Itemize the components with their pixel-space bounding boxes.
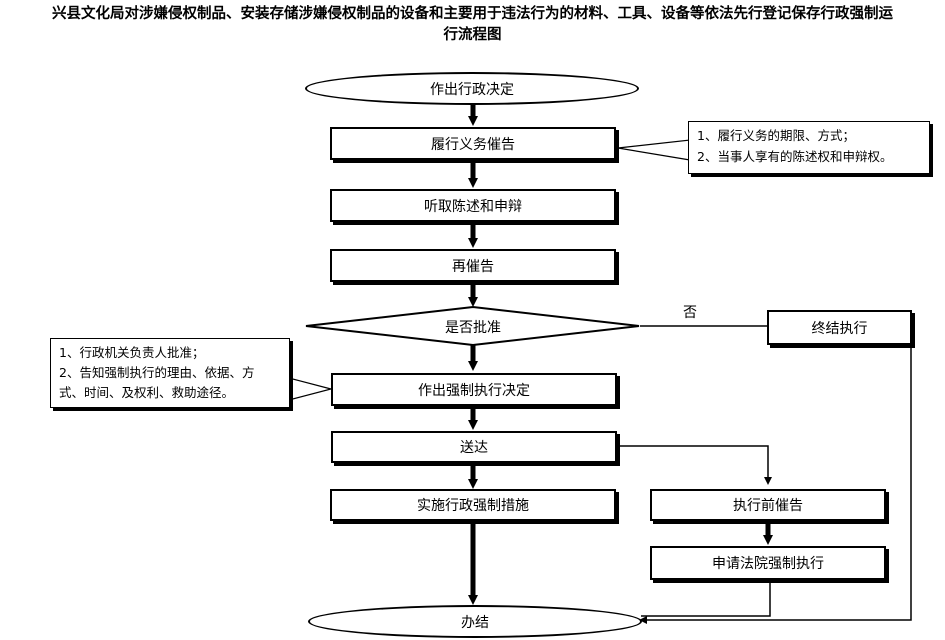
hearing-box: 听取陈述和申辩 bbox=[330, 189, 616, 222]
terminate-label: 终结执行 bbox=[811, 320, 868, 337]
remind-box: 履行义务催告 bbox=[330, 127, 616, 160]
approve-label: 是否批准 bbox=[445, 320, 501, 336]
start-node: 作出行政决定 bbox=[305, 72, 639, 105]
implement-label: 实施行政强制措施 bbox=[417, 498, 529, 514]
line-court-end bbox=[641, 580, 771, 617]
title-line-2: 行流程图 bbox=[443, 27, 502, 43]
deliver-box: 送达 bbox=[331, 431, 617, 463]
decision-box: 作出强制执行决定 bbox=[331, 373, 617, 406]
reremind-label: 再催告 bbox=[452, 258, 494, 275]
end-label: 办结 bbox=[461, 614, 489, 631]
start-label: 作出行政决定 bbox=[430, 81, 514, 98]
arrow-deliver-preremind bbox=[617, 445, 772, 485]
remind-label: 履行义务催告 bbox=[431, 136, 515, 153]
terminate-box: 终结执行 bbox=[767, 310, 912, 345]
decision-note-pointer bbox=[288, 377, 334, 401]
decision-note-line-3: 式、时间、及权利、救助途径。 bbox=[59, 385, 235, 400]
remind-note-pointer bbox=[617, 139, 691, 161]
decision-note-line-2: 2、告知强制执行的理由、依据、方 bbox=[59, 365, 255, 380]
decision-note-line-1: 1、行政机关负责人批准； bbox=[59, 345, 205, 360]
end-node: 办结 bbox=[308, 605, 642, 638]
reremind-box: 再催告 bbox=[330, 249, 616, 282]
implement-box: 实施行政强制措施 bbox=[330, 489, 616, 521]
decision-note: 1、行政机关负责人批准； 2、告知强制执行的理由、依据、方 式、时间、及权利、救… bbox=[50, 338, 290, 408]
page-title: 兴县文化局对涉嫌侵权制品、安装存储涉嫌侵权制品的设备和主要用于违法行为的材料、工… bbox=[0, 4, 945, 46]
title-line-1: 兴县文化局对涉嫌侵权制品、安装存储涉嫌侵权制品的设备和主要用于违法行为的材料、工… bbox=[52, 6, 893, 22]
decision-label: 作出强制执行决定 bbox=[418, 382, 530, 399]
preremind-label: 执行前催告 bbox=[733, 498, 803, 514]
approve-diamond bbox=[305, 305, 640, 347]
preremind-box: 执行前催告 bbox=[650, 489, 886, 521]
court-label: 申请法院强制执行 bbox=[712, 556, 824, 572]
deliver-label: 送达 bbox=[460, 440, 488, 456]
arrow-terminate-end bbox=[639, 334, 912, 624]
court-box: 申请法院强制执行 bbox=[650, 546, 886, 580]
remind-note: 1、履行义务的期限、方式； 2、当事人享有的陈述权和申辩权。 bbox=[688, 121, 930, 174]
hearing-label: 听取陈述和申辩 bbox=[424, 198, 522, 215]
no-label: 否 bbox=[683, 305, 697, 321]
remind-note-line-1: 1、履行义务的期限、方式； bbox=[697, 128, 855, 143]
remind-note-line-2: 2、当事人享有的陈述权和申辩权。 bbox=[697, 149, 893, 164]
